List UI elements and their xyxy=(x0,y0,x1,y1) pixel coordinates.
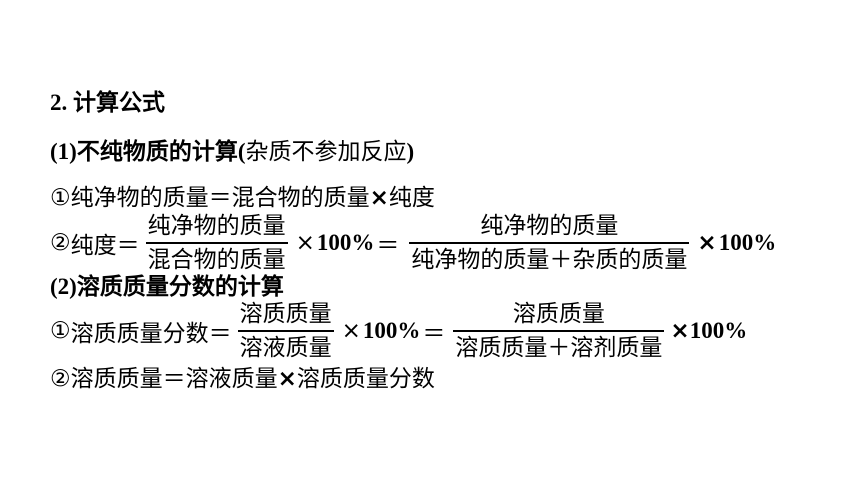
equals-sign: ＝ xyxy=(422,321,446,347)
part2-line2-times: × xyxy=(277,366,297,392)
multiply-sign: × xyxy=(341,318,361,344)
part2-line2-text: 溶质质量＝溶液质量 xyxy=(70,366,278,392)
part1-paren-open: ( xyxy=(237,139,246,164)
part2-frac1-denominator: 溶液质量 xyxy=(239,335,332,361)
percent-value: 100% xyxy=(718,230,777,255)
part1-heading-note: 杂质不参加反应 xyxy=(245,139,407,165)
part1-line2-marker: ② xyxy=(50,230,71,256)
part1-line1-times: × xyxy=(369,185,389,211)
fraction-bar xyxy=(145,242,288,244)
part2-heading-num: (2) xyxy=(50,274,77,299)
part2-frac2-den-b: 溶剂质量 xyxy=(570,335,663,361)
part1-frac2-den-a: 纯净物的质量 xyxy=(411,247,550,273)
part2-frac2-denominator: 溶质质量＋溶剂质量 xyxy=(453,332,664,362)
part2-line1-lhs: 溶质质量分数＝ xyxy=(70,321,232,347)
part2-fraction-2: 溶质质量 溶质质量＋溶剂质量 xyxy=(453,300,665,362)
part1-frac1-denominator: 混合物的质量 xyxy=(147,247,286,273)
part2-line2-marker: ② xyxy=(50,366,71,392)
multiply-sign: × xyxy=(295,230,315,256)
part1-frac1-numerator: 纯净物的质量 xyxy=(147,213,286,239)
part2-heading: (2)溶质质量分数的计算 xyxy=(50,272,284,302)
part2-frac2-den-a: 溶质质量 xyxy=(455,335,548,361)
plus-sign: ＋ xyxy=(549,247,573,273)
part2-frac2-numerator: 溶质质量 xyxy=(512,301,605,327)
part1-fraction-1: 纯净物的质量 混合物的质量 xyxy=(145,212,288,274)
percent-value: 100% xyxy=(316,230,375,255)
part1-line2-lhs: 纯度＝ xyxy=(70,233,140,259)
part1-paren-close: ) xyxy=(406,139,415,164)
part1-frac2-denominator: 纯净物的质量＋杂质的质量 xyxy=(409,244,689,274)
part1-line1-end: 纯度 xyxy=(388,185,435,211)
part2-frac1-numerator: 溶质质量 xyxy=(239,301,332,327)
percent-value: 100% xyxy=(689,318,748,343)
part1-line1-marker: ① xyxy=(50,185,71,211)
part1-heading-num: (1) xyxy=(50,139,77,164)
part1-fraction-2: 纯净物的质量 纯净物的质量＋杂质的质量 xyxy=(409,212,690,274)
part2-heading-main: 溶质质量分数的计算 xyxy=(76,274,284,300)
part1-line1-text: 纯净物的质量＝混合物的质量 xyxy=(70,185,370,211)
part2-line1-marker: ① xyxy=(50,318,71,344)
fraction-bar xyxy=(409,242,690,244)
percent-value: 100% xyxy=(362,318,421,343)
part1-frac2-den-b: 杂质的质量 xyxy=(572,247,688,273)
equals-sign: ＝ xyxy=(376,233,400,259)
part1-frac2-numerator: 纯净物的质量 xyxy=(480,213,619,239)
part2-line2: ②溶质质量＝溶液质量×溶质质量分数 xyxy=(50,364,435,394)
part1-line1: ①纯净物的质量＝混合物的质量×纯度 xyxy=(50,183,435,213)
part1-heading-main: 不纯物质的计算 xyxy=(76,139,238,165)
plus-sign: ＋ xyxy=(547,335,571,361)
fraction-bar xyxy=(237,330,334,332)
section-title-text: 2. 计算公式 xyxy=(50,90,165,115)
multiply-sign: × xyxy=(697,230,717,256)
part2-fraction-1: 溶质质量 溶液质量 xyxy=(237,300,334,362)
part2-line2-end: 溶质质量分数 xyxy=(296,366,435,392)
section-title: 2. 计算公式 xyxy=(50,88,165,118)
fraction-bar xyxy=(453,330,665,332)
part1-heading: (1)不纯物质的计算(杂质不参加反应) xyxy=(50,137,414,167)
multiply-sign: × xyxy=(670,318,690,344)
